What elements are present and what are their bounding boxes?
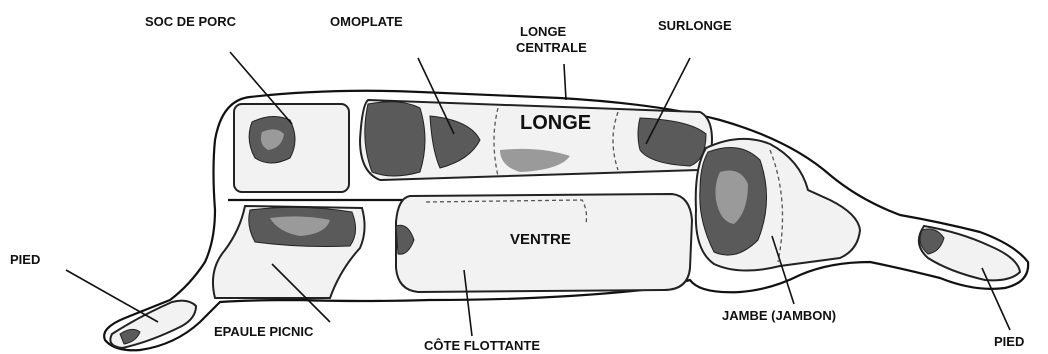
label-epaule-picnic: EPAULE PICNIC bbox=[214, 324, 314, 339]
leader-longe-centrale bbox=[564, 64, 566, 100]
label-cote-flottante: CÔTE FLOTTANTE bbox=[424, 338, 540, 353]
label-pied-front: PIED bbox=[10, 252, 40, 267]
cut-epaule-picnic bbox=[213, 206, 365, 298]
label-omoplate: OMOPLATE bbox=[330, 14, 403, 29]
label-surlonge: SURLONGE bbox=[658, 18, 732, 33]
label-longe: LONGE bbox=[520, 112, 591, 134]
cut-soc-de-porc bbox=[234, 104, 349, 192]
leader-pied-front bbox=[66, 270, 158, 322]
cut-jambe bbox=[696, 139, 860, 271]
label-ventre: VENTRE bbox=[510, 231, 571, 248]
label-jambe: JAMBE (JAMBON) bbox=[722, 308, 836, 323]
label-longe-centrale-line2: CENTRALE bbox=[516, 40, 587, 55]
cut-pied-rear bbox=[919, 226, 1020, 280]
label-soc-de-porc: SOC DE PORC bbox=[145, 14, 237, 29]
label-pied-rear: PIED bbox=[994, 334, 1024, 349]
label-longe-centrale-line1: LONGE bbox=[520, 24, 567, 39]
